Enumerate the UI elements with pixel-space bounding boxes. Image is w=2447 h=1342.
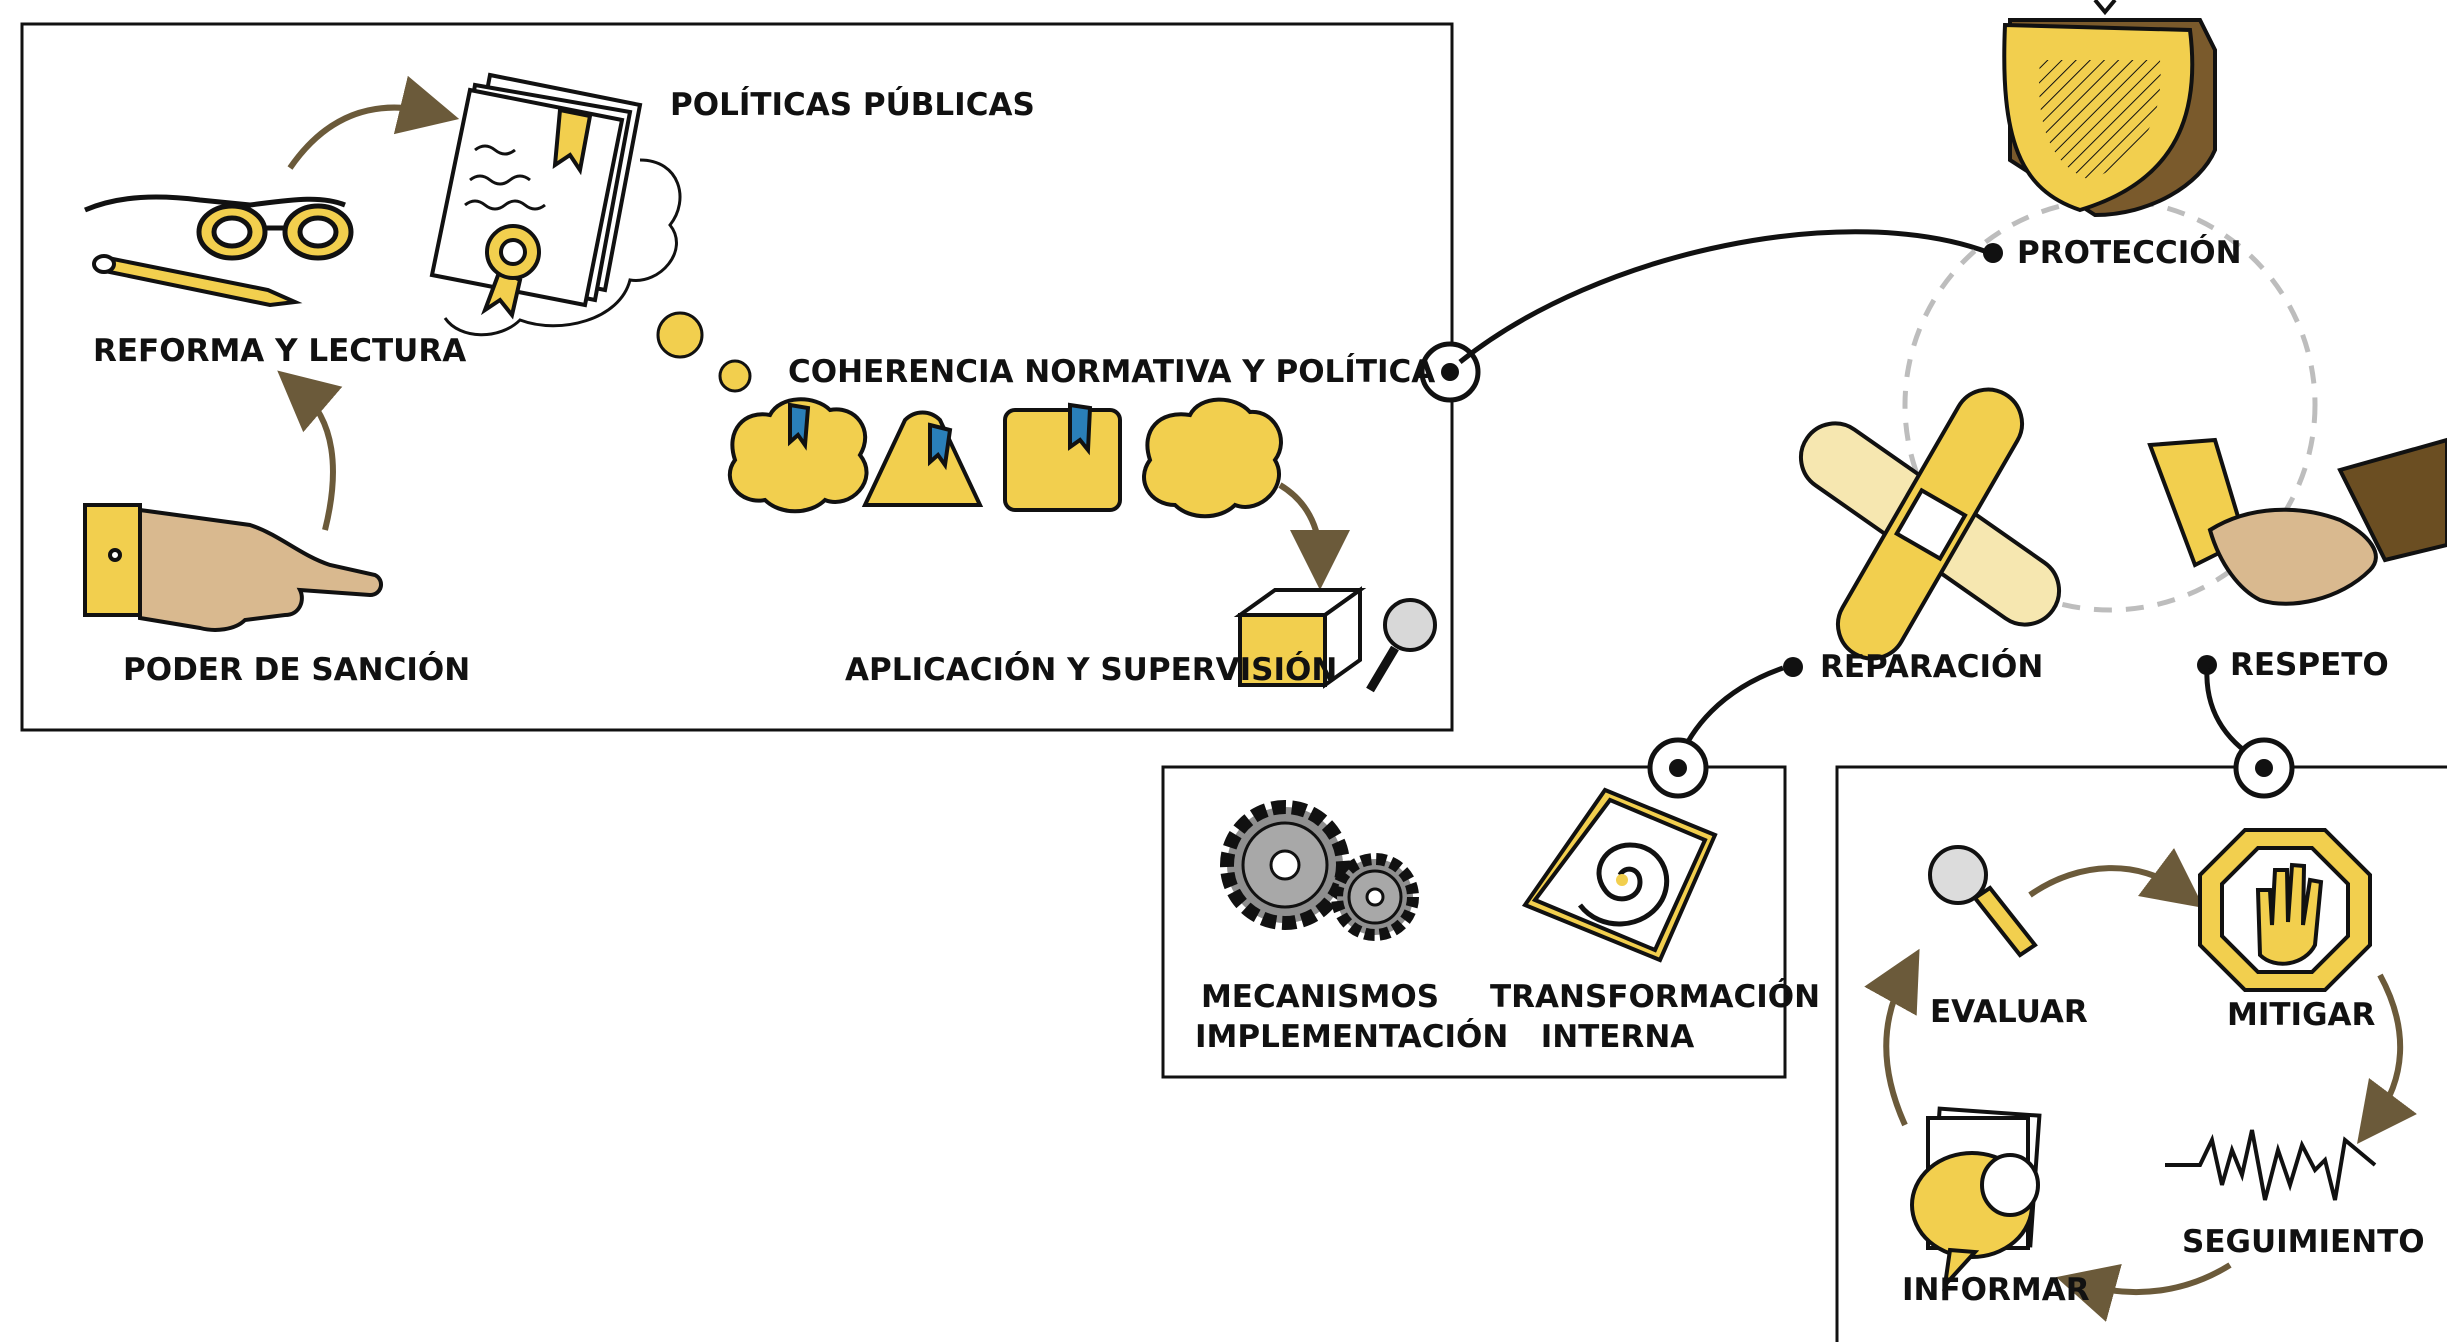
- gears-icon: [1220, 800, 1419, 941]
- arrow-evaluate-to-mitigate: [2028, 848, 2205, 908]
- box-icon: [1233, 586, 1367, 689]
- cloud-1-icon: [727, 397, 869, 514]
- label-application: APLICACIÓN Y SUPERVISIÓN: [845, 652, 1338, 688]
- magnifier-icon: [1366, 598, 1437, 693]
- thought-bubbles: [656, 311, 752, 393]
- label-mitigate: MITIGAR: [2227, 997, 2376, 1033]
- document-icon: [429, 72, 643, 308]
- stop-hand-icon: [2198, 828, 2372, 992]
- respect-panel-frame: [1835, 765, 2447, 1342]
- label-sanction: PODER DE SANCIÓN: [123, 652, 471, 688]
- protection-dot: [1983, 243, 2003, 263]
- shield-icon: [2002, 0, 2217, 218]
- reparation-connector: [1647, 665, 1784, 799]
- label-respect: RESPETO: [2230, 647, 2389, 683]
- ribbon-seal-icon: [480, 224, 541, 320]
- thought-cloud-icon: [443, 158, 682, 337]
- cloud-4-icon: [1142, 397, 1283, 519]
- reparation-panel-frame: [1161, 765, 1787, 1079]
- label-reform: REFORMA Y LECTURA: [93, 333, 467, 369]
- arrow-monitoring-to-inform: [2056, 1262, 2232, 1322]
- bandage-cross-icon: [1798, 387, 2062, 661]
- respect-dot: [2197, 655, 2217, 675]
- cloud-2-icon: [861, 410, 984, 507]
- evaluate-magnifier-icon: [1928, 845, 2038, 958]
- label-inform: INFORMAR: [1902, 1272, 2090, 1308]
- reparation-dot: [1783, 657, 1803, 677]
- label-protection: PROTECCIÓN: [2017, 235, 2242, 271]
- arrow-inform-to-evaluate: [1864, 948, 1920, 1127]
- cloud-3-icon: [1003, 408, 1122, 512]
- arrow-reform-to-policies: [287, 75, 460, 170]
- label-reparation: REPARACIÓN: [1820, 649, 2044, 685]
- clouds-row: [727, 397, 1283, 519]
- arrow-mitigate-to-monitoring: [2357, 973, 2417, 1145]
- label-monitoring: SEGUIMIENTO: [2182, 1224, 2425, 1260]
- label-transformation: TRANSFORMACIÓN INTERNA: [1490, 979, 1821, 1055]
- arrow-coherence-to-application: [1278, 482, 1350, 590]
- speech-bubble-icon: [1910, 1106, 2042, 1292]
- left-panel-connector: [1419, 229, 1991, 403]
- spiral-icon: [1521, 787, 1718, 963]
- handshake-icon: [2147, 437, 2447, 606]
- label-policies: POLÍTICAS PÚBLICAS: [670, 87, 1035, 123]
- heartbeat-icon: [2165, 1129, 2377, 1201]
- label-evaluate: EVALUAR: [1930, 994, 2088, 1030]
- pointing-hand-icon: [83, 503, 383, 632]
- label-mechanisms: MECANISMOS IMPLEMENTACIÓN: [1195, 979, 1509, 1055]
- label-coherence: COHERENCIA NORMATIVA Y POLÍTICA: [788, 354, 1436, 390]
- arrow-sanction-to-reform: [277, 370, 343, 531]
- pencil-icon: [92, 254, 303, 308]
- respect-connector: [2204, 667, 2295, 799]
- glasses-icon: [84, 194, 354, 261]
